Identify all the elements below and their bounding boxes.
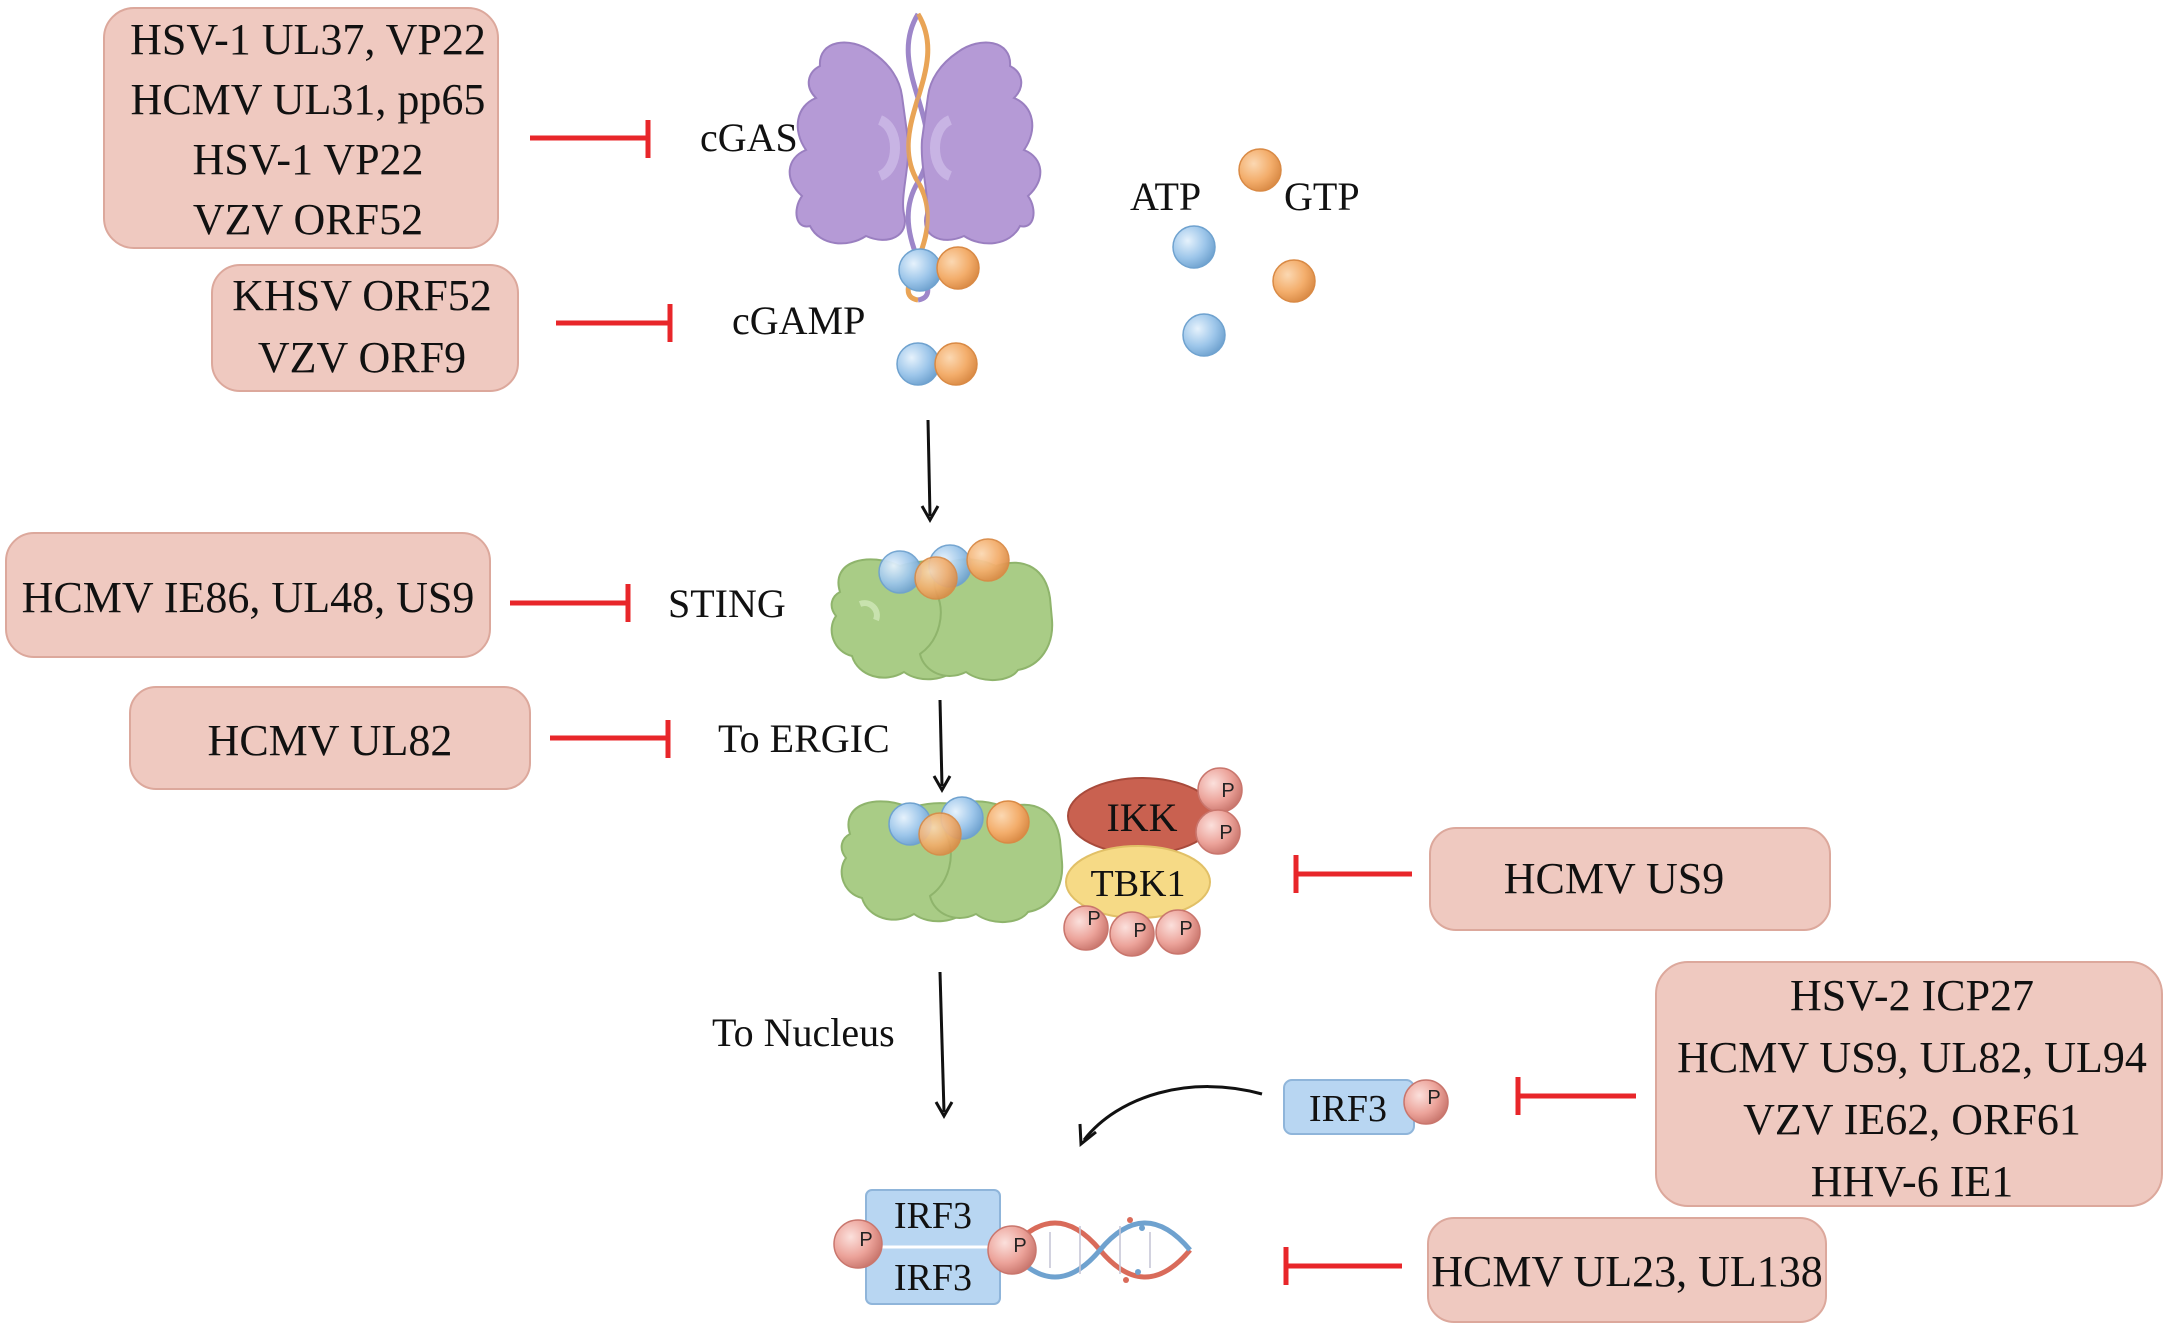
inhibitor-nucleus-line-1: HCMV UL23, UL138 xyxy=(1431,1247,1823,1296)
label-atp: ATP xyxy=(1130,174,1201,219)
phospho-irf3-cytoplasmic xyxy=(1403,1079,1449,1125)
svg-text:P: P xyxy=(1013,1235,1026,1257)
inhibition-arrows xyxy=(510,120,1636,1285)
sting-ergic-cgamp-bound xyxy=(888,796,1030,856)
ikk-complex: IKK xyxy=(1067,777,1217,855)
gtp-ball-1 xyxy=(1238,148,1282,192)
inhibit-arrow-irf3 xyxy=(1515,1077,1636,1115)
label-to-nucleus: To Nucleus xyxy=(712,1010,895,1055)
inhibit-arrow-sting xyxy=(510,584,631,622)
inhibitor-box-nucleus: HCMV UL23, UL138 xyxy=(1427,1217,1827,1323)
phospho-ikk-1: P xyxy=(1197,767,1243,813)
sting-cgamp-bound xyxy=(878,538,1010,600)
svg-text:P: P xyxy=(1133,920,1146,942)
inhibitor-sting-line-1: HCMV IE86, UL48, US9 xyxy=(22,573,475,622)
phospho-irf3-dimer-left xyxy=(833,1219,883,1269)
inhibit-arrow-cgamp xyxy=(556,304,673,342)
phospho-ikk-2: P xyxy=(1195,809,1241,855)
phospho-tbk1-2: P xyxy=(1109,911,1155,957)
cgamp-molecule-2 xyxy=(896,342,978,386)
label-irf3-dimer-top: IRF3 xyxy=(894,1195,972,1237)
inhibitor-irf3-line-1: HSV-2 ICP27 xyxy=(1790,971,2034,1020)
cgas-protein-icon xyxy=(788,41,1042,245)
phospho-tbk1-3: P xyxy=(1155,909,1201,955)
label-irf3-cytoplasmic: IRF3 xyxy=(1309,1088,1387,1130)
arrow-irf3-curve xyxy=(1078,1085,1263,1148)
inhibit-arrow-tbk1 xyxy=(1293,855,1412,893)
arrow-to-nucleus xyxy=(934,971,954,1120)
phospho-tbk1-1: P xyxy=(1063,905,1109,951)
inhibitor-box-cgas: HSV-1 UL37, VP22 HCMV UL31, pp65 HSV-1 V… xyxy=(103,7,499,249)
svg-text:P: P xyxy=(1087,908,1100,930)
inhibit-arrow-nucleus xyxy=(1283,1247,1402,1285)
phospho-irf3-dimer-right xyxy=(987,1225,1037,1275)
activation-arrows xyxy=(920,419,1263,1148)
svg-text:P: P xyxy=(859,1229,872,1251)
inhibitor-cgamp-line-2: VZV ORF9 xyxy=(258,333,466,382)
label-cgamp: cGAMP xyxy=(732,298,865,343)
inhibitor-box-ergic: HCMV UL82 xyxy=(129,686,531,790)
inhibitor-ergic-line-1: HCMV UL82 xyxy=(208,716,453,765)
inhibitor-irf3-line-4: HHV-6 IE1 xyxy=(1811,1157,2013,1206)
arrow-cgamp-to-sting xyxy=(920,419,940,524)
label-cgas: cGAS xyxy=(700,115,798,160)
cgamp-molecule-1 xyxy=(898,246,980,292)
inhibitor-tbk1-line-1: HCMV US9 xyxy=(1504,854,1724,903)
label-sting: STING xyxy=(668,581,786,626)
irf3-cytoplasmic: IRF3 P xyxy=(1283,1079,1449,1135)
nuclear-dna-icon xyxy=(1008,1217,1192,1283)
inhibitor-box-cgamp: KHSV ORF52 VZV ORF9 xyxy=(211,264,519,392)
label-ikk: IKK xyxy=(1106,795,1177,840)
irf3-dimer: IRF3 IRF3 P P xyxy=(833,1189,1037,1305)
arrow-sting-to-ergic xyxy=(932,699,952,794)
inhibitor-cgas-line-4: VZV ORF52 xyxy=(193,195,423,244)
inhibitor-cgamp-line-1: KHSV ORF52 xyxy=(232,271,492,320)
inhibitor-box-tbk1: HCMV US9 xyxy=(1429,827,1831,931)
gtp-ball-2 xyxy=(1272,259,1316,303)
svg-text:P: P xyxy=(1427,1087,1440,1109)
inhibitor-irf3-line-2: HCMV US9, UL82, UL94 xyxy=(1677,1033,2147,1082)
inhibit-arrow-cgas xyxy=(530,120,651,158)
inhibitor-irf3-line-3: VZV IE62, ORF61 xyxy=(1743,1095,2081,1144)
label-irf3-dimer-bottom: IRF3 xyxy=(894,1257,972,1299)
svg-text:P: P xyxy=(1221,780,1234,802)
atp-ball-1 xyxy=(1172,225,1216,269)
inhibitor-cgas-line-1: HSV-1 UL37, VP22 xyxy=(130,15,486,64)
inhibit-arrow-ergic xyxy=(550,720,671,758)
label-gtp: GTP xyxy=(1284,174,1360,219)
label-to-ergic: To ERGIC xyxy=(718,716,890,761)
atp-ball-2 xyxy=(1182,313,1226,357)
inhibitor-cgas-line-2: HCMV UL31, pp65 xyxy=(131,75,486,124)
inhibitor-cgas-line-3: HSV-1 VP22 xyxy=(192,135,423,184)
inhibitor-box-irf3: HSV-2 ICP27 HCMV US9, UL82, UL94 VZV IE6… xyxy=(1655,961,2163,1207)
svg-text:P: P xyxy=(1179,918,1192,940)
inhibitor-box-sting: HCMV IE86, UL48, US9 xyxy=(5,532,491,658)
label-tbk1: TBK1 xyxy=(1091,863,1186,905)
svg-text:P: P xyxy=(1219,822,1232,844)
